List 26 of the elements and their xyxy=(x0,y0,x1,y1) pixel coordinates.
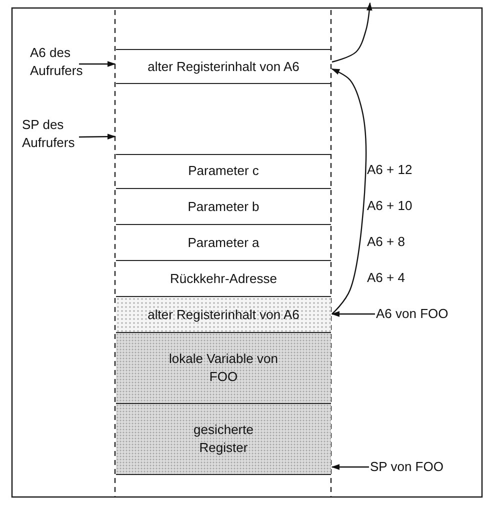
cell-label: alter Registerinhalt von A6 xyxy=(148,306,300,324)
cell-label: alter Registerinhalt von A6 xyxy=(148,58,300,76)
cell-label: Parameter b xyxy=(188,198,260,216)
arrow xyxy=(331,311,375,317)
pointer-label: SP von FOO xyxy=(370,458,444,476)
cell-label: Parameter a xyxy=(188,234,260,252)
pointer-label: A6 des Aufrufers xyxy=(30,44,84,80)
cell-label: Parameter c xyxy=(188,162,259,180)
pointer-label: SP des Aufrufers xyxy=(22,116,76,152)
arrow xyxy=(331,68,367,314)
offset-label: A6 + 4 xyxy=(367,270,405,285)
cell-label: gesicherte Register xyxy=(192,421,254,457)
arrow xyxy=(331,464,369,470)
arrow xyxy=(79,61,116,67)
offset-label: A6 + 12 xyxy=(367,162,412,177)
pointer-label: A6 von FOO xyxy=(376,305,448,323)
shaded-memory-cell xyxy=(116,403,331,475)
cell-label: lokale Variable von FOO xyxy=(168,350,279,386)
cell-label: Rückkehr-Adresse xyxy=(170,270,277,288)
empty-memory-cell xyxy=(116,82,331,154)
offset-label: A6 + 8 xyxy=(367,234,405,249)
shaded-memory-cell xyxy=(116,296,331,333)
arrow xyxy=(332,2,372,63)
shaded-memory-cell xyxy=(116,332,331,404)
arrow xyxy=(79,134,116,140)
offset-label: A6 + 10 xyxy=(367,198,412,213)
